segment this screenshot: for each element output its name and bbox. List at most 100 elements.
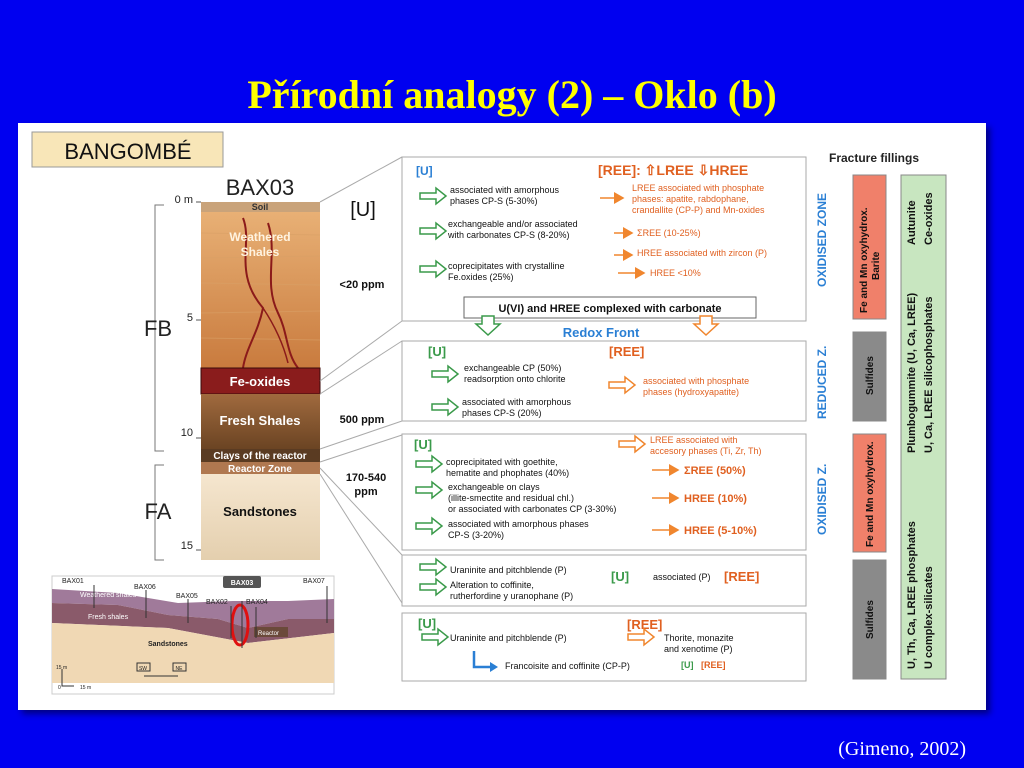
box-reactor-zone: [U] [REE] Uraninite and pitchblende (P) … [401, 612, 807, 682]
xsec-weathered: Weathered shales [80, 592, 137, 599]
fracture-ce-oxides: Ce-oxides [923, 192, 935, 245]
box4-item3: rutherfordine y uranophane (P) [450, 591, 573, 601]
depth-tick-15: 15 [181, 540, 193, 552]
fresh-shales-layer [201, 394, 320, 449]
box1-ree-item1-l2: phases: apatite, rabdophane, [632, 194, 749, 204]
fracture-plumbogummite: Plumbogummite (U, Ca, LREE) [906, 293, 918, 453]
weathered-label-1: Weathered [229, 230, 290, 244]
box5-thorite-l2: and xenotime (P) [664, 644, 733, 654]
fracture-phosphates: U, Th, Ca, LREE phosphates [906, 521, 918, 669]
box3-u-item3-l1: associated with amorphous phases [448, 519, 589, 529]
fresh-shales-label: Fresh Shales [220, 413, 301, 428]
clays-layer [201, 449, 320, 462]
box1-ree-item1-l3: crandallite (CP-P) and Mn-oxides [632, 205, 765, 215]
box5-ree-small: [REE] [701, 660, 726, 670]
concentration-3b: ppm [354, 486, 377, 498]
soil-label: Soil [252, 202, 269, 212]
core-label: BAX03 [226, 175, 295, 200]
box1-u-item1-l2: phases CP-S (5-30%) [450, 196, 538, 206]
box5-thorite-l1: Thorite, monazite [664, 633, 734, 643]
box5-u-small: [U] [681, 660, 694, 670]
depth-axis [196, 201, 201, 551]
redox-front-label: Redox Front [563, 325, 640, 340]
box3-u-item3-l2: CP-S (3-20%) [448, 530, 504, 540]
box3-u-item1-l1: coprecipitated with goethite, [446, 457, 558, 467]
u-column-label: [U] [350, 199, 376, 221]
box4-u: [U] [611, 569, 629, 584]
zone-reduced: REDUCED Z. [815, 346, 829, 419]
fracture-col2: Autunite Ce-oxides Plumbogummite (U, Ca,… [900, 174, 947, 680]
box1-ree-item2: ΣREE (10-25%) [637, 228, 701, 238]
box2-ree-header: [REE] [609, 344, 644, 359]
well-bax05: BAX05 [176, 593, 198, 600]
sandstones-layer [201, 474, 320, 560]
box3-ree-item2: HREE (10%) [684, 493, 747, 505]
depth-tick-0: 0 m [175, 194, 193, 206]
cross-section: Weathered shales Fresh shales Sandstones… [51, 575, 335, 695]
citation: (Gimeno, 2002) [838, 738, 966, 760]
connector-lines [319, 156, 403, 604]
slide-title: Přírodní analogy (2) – Oklo (b) [247, 72, 777, 117]
well-bax01: BAX01 [62, 578, 84, 585]
xsec-scale-h: 15 m [80, 685, 91, 691]
box3-ree-item3: HREE (5-10%) [684, 525, 757, 537]
fracture-title: Fracture fillings [829, 151, 919, 165]
depth-tick-10: 10 [181, 427, 193, 439]
fb-bracket [154, 204, 164, 452]
box1-complex: U(VI) and HREE complexed with carbonate [498, 303, 721, 315]
well-bax02: BAX02 [206, 599, 228, 606]
concentration-3a: 170-540 [346, 472, 386, 484]
xsec-zero: 0 [58, 685, 61, 691]
box1-ree-header: [REE]: ⇧LREE ⇩HREE [598, 162, 748, 178]
box3-u-item2-l2: (illite-smectite and residual chl.) [448, 493, 574, 503]
box1-u-header: [U] [416, 164, 433, 178]
well-bax03: BAX03 [231, 580, 254, 587]
xsec-ne: NE [176, 666, 184, 672]
box2-u-item2-l2: phases CP-S (20%) [462, 408, 542, 418]
box4-item1: Uraninite and pitchblende (P) [450, 565, 567, 575]
xsec-reactor: Reactor [258, 631, 279, 637]
site-label-text: BANGOMBÉ [64, 139, 191, 164]
box1-u-item3-l1: coprecipitates with crystalline [448, 261, 565, 271]
feoxides-label: Fe-oxides [230, 374, 291, 389]
box-oxidised-zone: [U] [REE]: ⇧LREE ⇩HREE associated with a… [401, 156, 807, 322]
concentration-1: <20 ppm [340, 279, 385, 291]
box5-item: Uraninite and pitchblende (P) [450, 633, 567, 643]
box3-ree-top-l2: accesory phases (Ti, Zr, Th) [650, 446, 762, 456]
fracture-fe-mn-1: Fe and Mn oxyhydrox. [859, 207, 870, 313]
box1-u-item1-l1: associated with amorphous [450, 185, 560, 195]
box2-u-header: [U] [428, 344, 446, 359]
box-oxidised-z2: [U] LREE associated with accesory phases… [401, 433, 807, 551]
box5-u-header: [U] [418, 616, 436, 631]
fracture-fe-mn-2: Fe and Mn oxyhydrox. [865, 441, 876, 547]
fracture-autunite: Autunite [906, 200, 918, 245]
box4-item2: Alteration to coffinite, [450, 580, 534, 590]
weathered-label-2: Shales [241, 245, 280, 259]
box1-u-item2-l1: exchangeable and/or associated [448, 219, 578, 229]
concentration-2: 500 ppm [340, 414, 385, 426]
xsec-fresh: Fresh shales [88, 614, 129, 621]
site-label: BANGOMBÉ [31, 131, 224, 168]
box1-ree-item3: HREE associated with zircon (P) [637, 248, 767, 258]
reactor-zone-layer [201, 462, 320, 474]
box3-u-header: [U] [414, 437, 432, 452]
box1-ree-item1-l1: LREE associated with phosphate [632, 183, 764, 193]
box3-u-item2-l3: or associated with carbonates CP (3-30%) [448, 504, 616, 514]
oklo-figure: BANGOMBÉ BAX03 [U] Soil Weathered Shales… [18, 123, 986, 710]
box2-ree-item-l2: phases (hydroxyapatite) [643, 387, 739, 397]
box1-u-item2-l2: with carbonates CP-S (8-20%) [447, 230, 570, 240]
well-bax04: BAX04 [246, 599, 268, 606]
bangombe-diagram: BANGOMBÉ BAX03 [U] Soil Weathered Shales… [31, 131, 947, 695]
zone-oxidised: OXIDISED ZONE [815, 193, 829, 287]
fracture-barite: Barite [871, 251, 882, 280]
xsec-scale-v: 15 m [56, 665, 67, 671]
box2-u-item1-l1: exchangeable CP (50%) [464, 363, 561, 373]
box4-assoc: associated (P) [653, 572, 711, 582]
box3-ree-top-l1: LREE associated with [650, 435, 738, 445]
zone-oxidised-2: OXIDISED Z. [815, 464, 829, 535]
fracture-col1: Fe and Mn oxyhydrox. Barite Sulfides Fe … [852, 174, 887, 680]
box5-ree-header: [REE] [627, 617, 662, 632]
box5-francoisite: Francoisite and coffinite (CP-P) [505, 661, 630, 671]
box3-ree-item1: ΣREE (50%) [684, 465, 746, 477]
weathered-layer [201, 212, 320, 368]
